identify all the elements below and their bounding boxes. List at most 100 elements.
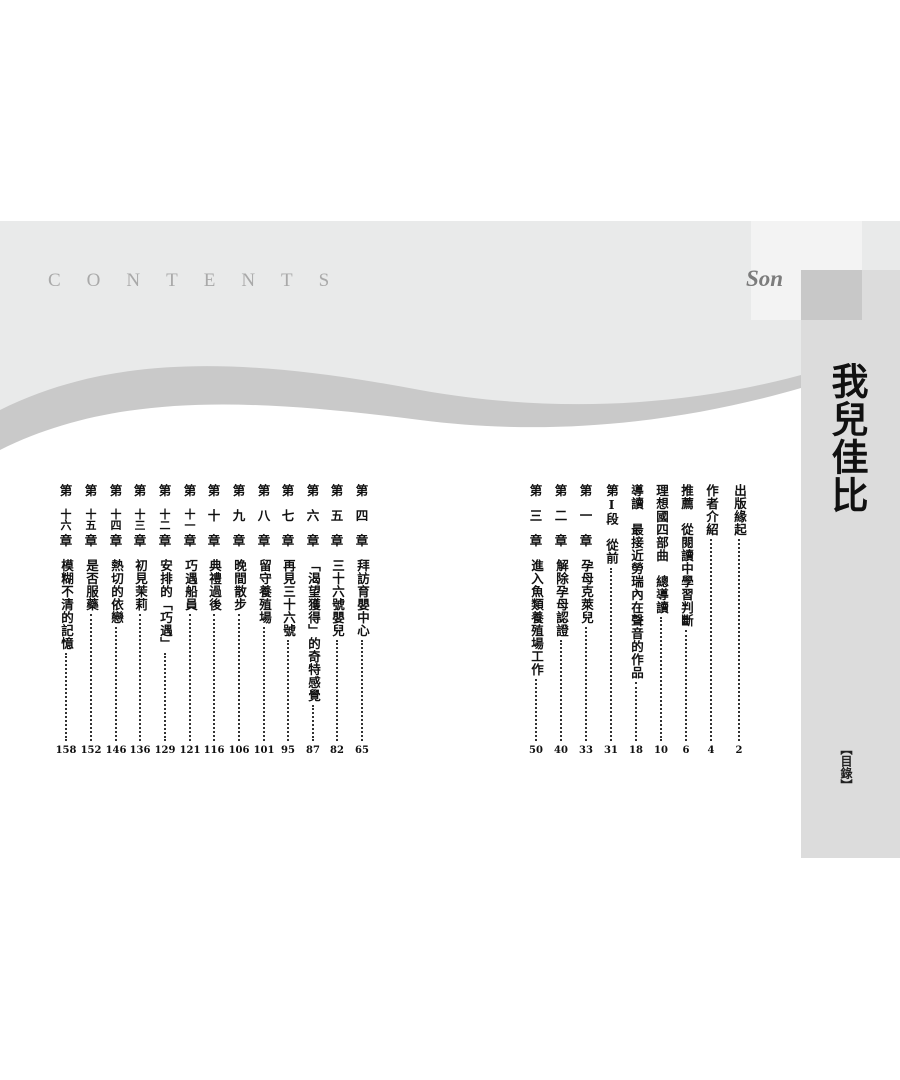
- page-number: 31: [604, 745, 618, 756]
- chapter-prefix: 二: [554, 508, 568, 523]
- chapter-prefix: 第: [281, 483, 295, 498]
- chapter-prefix: 章: [133, 533, 147, 548]
- book-title: 我兒佳比: [825, 362, 869, 514]
- chapter-prefix: 第: [109, 483, 123, 498]
- chapter-prefix: 七: [281, 508, 295, 523]
- entry-title: 巧遇船員: [183, 559, 198, 611]
- chapter-prefix: 章: [109, 533, 123, 548]
- chapter-prefix: 章: [158, 533, 172, 548]
- entry-title: 「渴望獲得」的奇特感覺: [306, 559, 321, 702]
- page-number: 146: [105, 745, 127, 756]
- chapter-prefix: 章: [554, 533, 568, 548]
- entry-title: 推薦 從閱讀中學習判斷: [679, 484, 694, 627]
- entry-title: 孕母克萊兒: [579, 559, 594, 624]
- chapter-prefix: 第: [133, 483, 147, 498]
- section-label: 【目錄】: [839, 743, 853, 791]
- series-label: Son: [746, 266, 784, 291]
- chapter-prefix: 章: [306, 533, 320, 548]
- chapter-prefix: 第: [579, 483, 593, 498]
- toc-entry[interactable]: 第一章孕母克萊兒 33: [578, 484, 594, 756]
- dot-leader: [336, 640, 338, 741]
- chapter-prefix: 章: [281, 533, 295, 548]
- entry-title: 留守養殖場: [257, 559, 272, 624]
- chapter-prefix: 章: [355, 533, 369, 548]
- toc-entry[interactable]: 第十二章安排的「巧遇」129: [155, 484, 176, 756]
- chapter-prefix: 九: [232, 508, 246, 523]
- dot-leader: [660, 617, 662, 741]
- toc-entry[interactable]: 第七章再見三十六號 95: [280, 484, 296, 756]
- dot-leader: [560, 640, 562, 741]
- dot-leader: [238, 614, 240, 741]
- page-number: 101: [253, 745, 275, 756]
- chapter-prefix: 第: [84, 483, 98, 498]
- entry-title: 典禮過後: [207, 559, 222, 611]
- dot-leader: [115, 627, 117, 741]
- page-number: 6: [682, 745, 690, 756]
- chapter-prefix: 章: [59, 533, 73, 548]
- chapter-prefix: 六: [306, 508, 320, 523]
- entry-title: 模糊不清的記憶: [59, 559, 74, 650]
- toc-entry[interactable]: 作者介紹 4: [703, 484, 719, 756]
- page-number: 95: [281, 745, 295, 756]
- spine-strip: [801, 270, 900, 858]
- page-number: 40: [554, 745, 568, 756]
- page-number: 33: [579, 745, 593, 756]
- chapter-prefix: 第: [232, 483, 246, 498]
- entry-title: 進入魚類養殖場工作: [529, 559, 544, 676]
- wave-white: [0, 388, 801, 470]
- chapter-prefix: 一: [579, 508, 593, 523]
- dot-leader: [312, 705, 314, 741]
- chapter-prefix: 第: [355, 483, 369, 498]
- dot-leader: [263, 627, 265, 741]
- dot-leader: [65, 653, 67, 741]
- page-number: 121: [179, 745, 201, 756]
- dot-leader: [164, 653, 166, 741]
- page-number: 10: [654, 745, 668, 756]
- page-number: 4: [707, 745, 715, 756]
- entry-title: 再見三十六號: [281, 559, 296, 637]
- dot-leader: [535, 679, 537, 741]
- entry-title: 安排的「巧遇」: [158, 559, 173, 650]
- toc-entry[interactable]: 推薦 從閱讀中學習判斷 6: [678, 484, 694, 756]
- chapter-prefix: 章: [232, 533, 246, 548]
- chapter-prefix: 章: [183, 533, 197, 548]
- chapter-prefix: 第: [59, 483, 73, 498]
- chapter-prefix: 第: [207, 483, 221, 498]
- chapter-prefix: 十六: [60, 508, 72, 532]
- entry-title: 晚間散步: [232, 559, 247, 611]
- chapter-prefix: 十三: [134, 508, 146, 532]
- page-number: 87: [306, 745, 320, 756]
- page-number: 106: [228, 745, 250, 756]
- contents-heading: CONTENTS: [48, 270, 356, 291]
- chapter-prefix: 第: [257, 483, 271, 498]
- chapter-prefix: 五: [330, 508, 344, 523]
- dot-leader: [635, 682, 637, 741]
- entry-title: 三十六號嬰兒: [330, 559, 345, 637]
- chapter-prefix: 十五: [85, 508, 97, 532]
- chapter-prefix: 章: [330, 533, 344, 548]
- entry-title: 作者介紹: [704, 484, 719, 536]
- chapter-prefix: 十二: [159, 508, 171, 532]
- toc-entry[interactable]: 第九章晚間散步 106: [228, 483, 250, 756]
- page-number: 116: [203, 745, 225, 756]
- page-number: 18: [629, 745, 643, 756]
- dot-leader: [213, 614, 215, 741]
- chapter-prefix: 章: [579, 533, 593, 548]
